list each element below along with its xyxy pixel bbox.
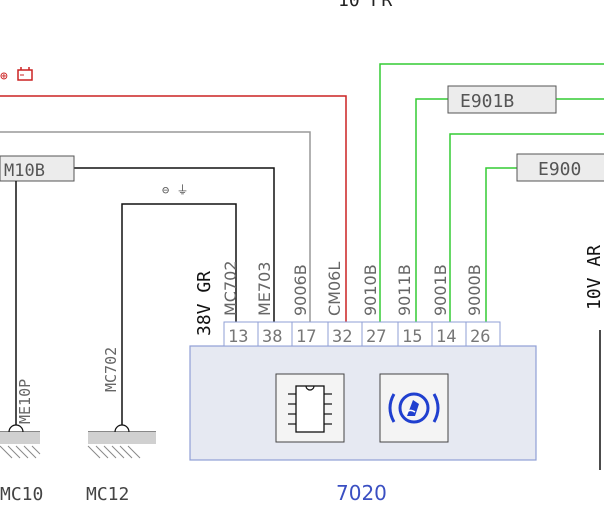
wire-label: 9000B <box>465 264 484 316</box>
wire-label: CM06L <box>325 262 344 316</box>
wire-label: MC702 <box>221 260 240 316</box>
wire-label: 9010B <box>361 264 380 316</box>
m10b-connector-box: M10B <box>0 155 75 182</box>
ground-mc10: ME10P MC10 <box>0 379 43 505</box>
module-7020-body <box>189 345 537 461</box>
wire-grey <box>0 131 311 322</box>
wire-black-ground <box>121 203 237 430</box>
pin-number: 13 <box>228 327 248 347</box>
wire-label: 9011B <box>395 264 414 316</box>
right-edge-label: 10V AR <box>584 245 604 310</box>
ground-mc12: MC702 MC12 <box>86 347 156 505</box>
wire-label: 9001B <box>431 264 450 316</box>
m10b-label: M10B <box>4 161 45 181</box>
ground-vertical-label: ME10P <box>16 379 34 424</box>
pin-number: 17 <box>296 327 316 347</box>
e901b-connector-box: E901B <box>447 85 557 114</box>
wire-black-m10b <box>74 167 275 322</box>
connector-code: 38V GR <box>194 271 215 336</box>
chip-icon <box>275 373 345 443</box>
pin-number: 14 <box>436 327 456 347</box>
ground-vertical-label: MC702 <box>102 347 120 392</box>
ground-bottom-label: MC10 <box>0 484 43 505</box>
pin-strip: 13 38 17 32 27 15 14 26 <box>223 321 501 347</box>
wire-label: ME703 <box>255 262 274 316</box>
pin-number: 32 <box>332 327 352 347</box>
e900-connector-box: E900 <box>516 153 604 182</box>
e901b-label: E901B <box>460 91 514 112</box>
esp-warning-icon <box>379 373 449 443</box>
ground-bottom-label: MC12 <box>86 484 129 505</box>
wire-label: 9006B <box>291 264 310 316</box>
battery-icon <box>17 67 33 81</box>
wire-labels: MC702 ME703 9006B CM06L 9010B 9011B 9001… <box>221 260 484 316</box>
positive-terminal-icon: ⊕ <box>0 69 8 84</box>
pin-number: 27 <box>366 327 386 347</box>
green-wires <box>379 63 604 322</box>
e900-label: E900 <box>538 159 581 180</box>
pin-number: 15 <box>402 327 422 347</box>
top-label: 10 FR <box>338 0 392 11</box>
pin-number: 26 <box>470 327 490 347</box>
pin-number: 38 <box>262 327 282 347</box>
ground-label: ⊖ ⏚ <box>162 183 188 197</box>
power-wire-red <box>0 95 347 322</box>
module-id: 7020 <box>336 481 387 505</box>
